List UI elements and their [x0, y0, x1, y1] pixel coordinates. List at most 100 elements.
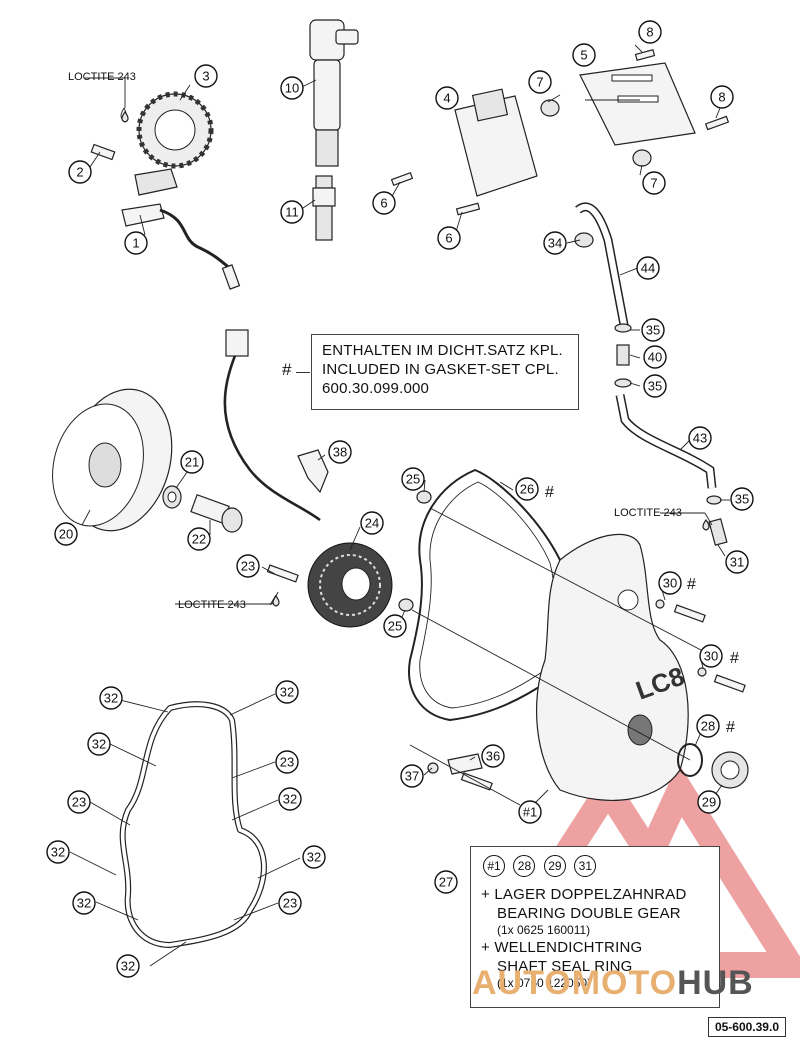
svg-text:26: 26 — [520, 482, 534, 497]
callout-25: 25 — [383, 614, 407, 638]
control-unit-part — [454, 88, 538, 197]
callout-40: 40 — [643, 345, 667, 369]
cover-screw-parts — [655, 518, 746, 693]
svg-text:23: 23 — [280, 755, 294, 770]
callout-32: 32 — [46, 840, 70, 864]
loctite-drop-icon — [121, 110, 710, 607]
inner-gasket-part — [119, 701, 267, 948]
kit-item1-de: + LAGER DOPPELZAHNRAD — [481, 886, 687, 903]
sprocket-part — [136, 91, 214, 169]
callout-1: 1 — [124, 231, 148, 255]
gasket-set-note: ENTHALTEN IM DICHT.SATZ KPL. INCLUDED IN… — [311, 334, 579, 410]
callout-34: 34 — [543, 231, 567, 255]
flywheel-part — [52, 388, 173, 532]
callout-7: 7 — [528, 70, 552, 94]
svg-text:4: 4 — [443, 91, 450, 106]
gasket-note-leader — [296, 372, 310, 373]
svg-text:32: 32 — [280, 685, 294, 700]
kit-item-bubble: 31 — [574, 855, 597, 877]
callout-11: 11 — [280, 200, 304, 224]
generator-cover-part: LC8 — [536, 533, 689, 801]
svg-text:8: 8 — [718, 90, 725, 105]
callout-25: 25 — [401, 467, 425, 491]
rubber-buffer-part — [540, 99, 652, 167]
callout-31: 31 — [725, 550, 749, 574]
svg-text:21: 21 — [185, 455, 199, 470]
svg-text:7: 7 — [650, 176, 657, 191]
svg-text:11: 11 — [285, 205, 299, 220]
svg-text:2: 2 — [76, 165, 83, 180]
gasket-note-line-3: 600.30.099.000 — [322, 380, 430, 397]
kit-item2-qty: (1x 0760 122050) — [497, 976, 592, 990]
callout-32: 32 — [87, 732, 111, 756]
svg-text:37: 37 — [405, 769, 419, 784]
gasket-note-line-2: INCLUDED IN GASKET-SET CPL. — [322, 361, 559, 378]
callout-6: 6 — [372, 191, 396, 215]
callout-30: 30 — [658, 571, 682, 595]
cable-grommet-part — [297, 449, 329, 494]
svg-text:23: 23 — [72, 795, 86, 810]
kit-item1-qty: (1x 0625 160011) — [497, 923, 591, 937]
callout-7: 7 — [642, 171, 666, 195]
callout-23: 23 — [275, 750, 299, 774]
gasket-set-marker: # — [545, 484, 554, 501]
spark-plug-part — [312, 175, 336, 241]
svg-text:32: 32 — [283, 792, 297, 807]
svg-text:#1: #1 — [523, 805, 537, 820]
svg-text:3: 3 — [202, 69, 209, 84]
svg-text:22: 22 — [192, 532, 206, 547]
svg-text:27: 27 — [439, 875, 453, 890]
svg-text:30: 30 — [704, 649, 718, 664]
callout-37: 37 — [400, 764, 424, 788]
svg-text:40: 40 — [648, 350, 662, 365]
callout-5: 5 — [572, 43, 596, 67]
mounting-bracket-part — [579, 62, 696, 146]
svg-text:32: 32 — [307, 850, 321, 865]
callout-30: 30 — [699, 644, 723, 668]
callout-43: 43 — [688, 426, 712, 450]
svg-text:6: 6 — [445, 231, 452, 246]
svg-text:1: 1 — [132, 236, 139, 251]
svg-text:32: 32 — [92, 737, 106, 752]
callout-24: 24 — [360, 511, 384, 535]
svg-text:5: 5 — [580, 48, 587, 63]
watermark-part-a: AUTOMOTO — [472, 964, 678, 1002]
callout-32: 32 — [72, 891, 96, 915]
kit-item-bubble: 28 — [513, 855, 536, 877]
loctite-label: LOCTITE 243 — [178, 599, 246, 611]
callout-26: 26 — [515, 477, 539, 501]
svg-text:10: 10 — [285, 81, 299, 96]
callout-3: 3 — [194, 64, 218, 88]
drawing-code: 05-600.39.0 — [707, 1017, 786, 1037]
callout-44: 44 — [636, 256, 660, 280]
gasket-note-marker: # — [282, 360, 292, 379]
o-ring-part — [677, 743, 703, 777]
stator-part — [223, 329, 393, 628]
screw-plug-part — [711, 751, 749, 789]
svg-text:32: 32 — [104, 691, 118, 706]
svg-text:43: 43 — [693, 431, 707, 446]
kit-contents-row: #1 28 29 31 — [483, 855, 600, 877]
callout-6: 6 — [437, 226, 461, 250]
callout-8: 8 — [638, 20, 662, 44]
callout-23: 23 — [236, 554, 260, 578]
svg-text:23: 23 — [241, 559, 255, 574]
svg-text:32: 32 — [121, 959, 135, 974]
svg-text:25: 25 — [406, 472, 420, 487]
svg-text:6: 6 — [380, 196, 387, 211]
callout-38: 38 — [328, 440, 352, 464]
callout-22: 22 — [187, 527, 211, 551]
callout-32: 32 — [99, 686, 123, 710]
callout-23: 23 — [278, 891, 302, 915]
watermark-part-b: HUB — [677, 964, 754, 1002]
callout-32: 32 — [275, 680, 299, 704]
kit-item-bubble: #1 — [483, 855, 505, 877]
watermark-text: AUTOMOTOHUB — [472, 964, 754, 1003]
svg-text:35: 35 — [648, 379, 662, 394]
callout-23: 23 — [67, 790, 91, 814]
svg-text:8: 8 — [646, 25, 653, 40]
svg-text:20: 20 — [59, 527, 73, 542]
callout-8: 8 — [710, 85, 734, 109]
svg-text:32: 32 — [51, 845, 65, 860]
